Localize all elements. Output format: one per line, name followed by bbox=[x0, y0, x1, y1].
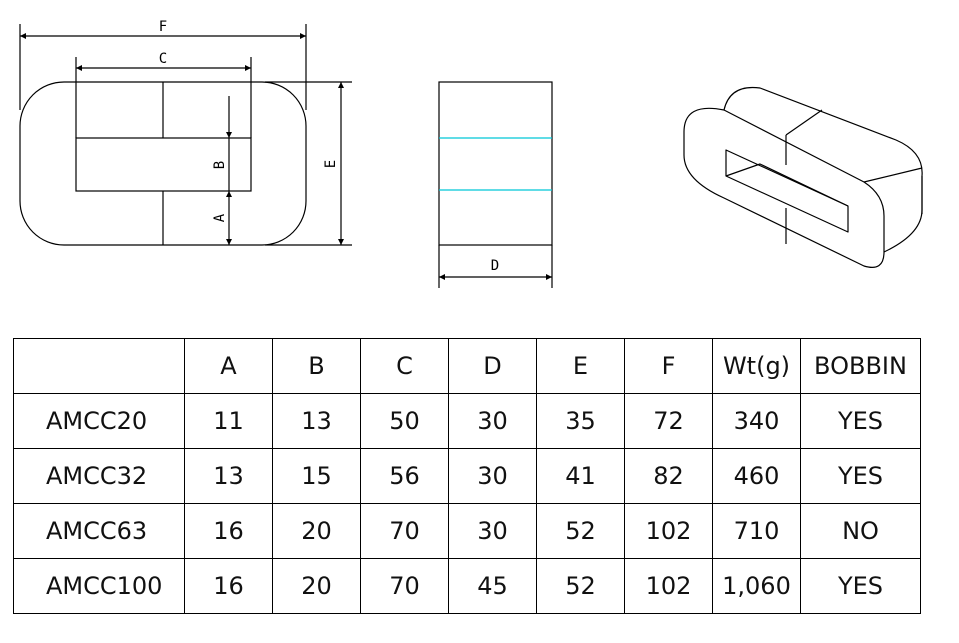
table-row: AMCC100 16 20 70 45 52 102 1,060 YES bbox=[13, 558, 921, 614]
table-cell: 30 bbox=[448, 393, 537, 449]
header-cell-d: D bbox=[448, 338, 537, 394]
header-cell-f: F bbox=[624, 338, 713, 394]
header-cell-bobbin: BOBBIN bbox=[800, 338, 921, 394]
table-header-row: A B C D E F Wt(g) BOBBIN bbox=[13, 338, 921, 394]
table-cell: 56 bbox=[360, 448, 449, 504]
table-cell: 70 bbox=[360, 558, 449, 614]
table-cell: 102 bbox=[624, 503, 713, 559]
table-cell: 460 bbox=[712, 448, 801, 504]
dimension-c: C bbox=[76, 51, 251, 71]
table-cell: 72 bbox=[624, 393, 713, 449]
table-cell: 50 bbox=[360, 393, 449, 449]
table-cell: 13 bbox=[184, 448, 273, 504]
table-cell: 340 bbox=[712, 393, 801, 449]
header-cell-a: A bbox=[184, 338, 273, 394]
table-cell: 41 bbox=[536, 448, 625, 504]
table-cell: 11 bbox=[184, 393, 273, 449]
header-cell-b: B bbox=[272, 338, 361, 394]
dimension-d: D bbox=[439, 258, 552, 280]
dimension-f-label: F bbox=[159, 19, 167, 35]
table-cell: 52 bbox=[536, 558, 625, 614]
table-cell: 52 bbox=[536, 503, 625, 559]
dimension-f: F bbox=[20, 19, 306, 39]
table-cell: 16 bbox=[184, 503, 273, 559]
iso-window-depth bbox=[725, 163, 849, 207]
dimension-a-label: A bbox=[212, 213, 228, 222]
table-cell: 30 bbox=[448, 448, 537, 504]
table-cell: YES bbox=[800, 558, 921, 614]
table-cell: 35 bbox=[536, 393, 625, 449]
table-cell: 15 bbox=[272, 448, 361, 504]
header-cell-weight: Wt(g) bbox=[712, 338, 801, 394]
table-cell: YES bbox=[800, 393, 921, 449]
spec-table: A B C D E F Wt(g) BOBBIN AMCC20 11 13 50… bbox=[13, 338, 921, 614]
isometric-view bbox=[683, 86, 923, 268]
dimension-a: A bbox=[212, 191, 232, 245]
front-view bbox=[19, 24, 352, 246]
table-cell: 30 bbox=[448, 503, 537, 559]
table-row: AMCC63 16 20 70 30 52 102 710 NO bbox=[13, 503, 921, 559]
iso-top-back bbox=[723, 86, 923, 253]
table-cell: 20 bbox=[272, 503, 361, 559]
table-cell: 45 bbox=[448, 558, 537, 614]
dimension-b: B bbox=[212, 96, 232, 191]
header-cell-blank bbox=[13, 338, 185, 394]
table-cell: 710 bbox=[712, 503, 801, 559]
side-outline bbox=[438, 81, 553, 246]
table-cell: 70 bbox=[360, 503, 449, 559]
table-cell: 16 bbox=[184, 558, 273, 614]
table-cell: 20 bbox=[272, 558, 361, 614]
dimension-e: E bbox=[323, 82, 344, 245]
dimension-e-label: E bbox=[323, 160, 339, 168]
table-cell: NO bbox=[800, 503, 921, 559]
table-cell: YES bbox=[800, 448, 921, 504]
table-cell-model: AMCC100 bbox=[13, 558, 185, 614]
table-row: AMCC20 11 13 50 30 35 72 340 YES bbox=[13, 393, 921, 449]
dimension-c-label: C bbox=[159, 51, 167, 67]
iso-front-face bbox=[683, 107, 885, 268]
header-cell-c: C bbox=[360, 338, 449, 394]
dimension-d-label: D bbox=[491, 258, 499, 274]
iso-split-top bbox=[785, 109, 823, 136]
table-row: AMCC32 13 15 56 30 41 82 460 YES bbox=[13, 448, 921, 504]
iso-window bbox=[725, 149, 849, 233]
table-cell: 102 bbox=[624, 558, 713, 614]
table-cell-model: AMCC20 bbox=[13, 393, 185, 449]
table-cell: 1,060 bbox=[712, 558, 801, 614]
table-cell-model: AMCC32 bbox=[13, 448, 185, 504]
core-drawing: F C B A E D bbox=[19, 19, 923, 288]
side-view bbox=[438, 81, 553, 288]
table-cell-model: AMCC63 bbox=[13, 503, 185, 559]
dimension-b-label: B bbox=[212, 161, 228, 169]
header-cell-e: E bbox=[536, 338, 625, 394]
table-cell: 82 bbox=[624, 448, 713, 504]
table-cell: 13 bbox=[272, 393, 361, 449]
